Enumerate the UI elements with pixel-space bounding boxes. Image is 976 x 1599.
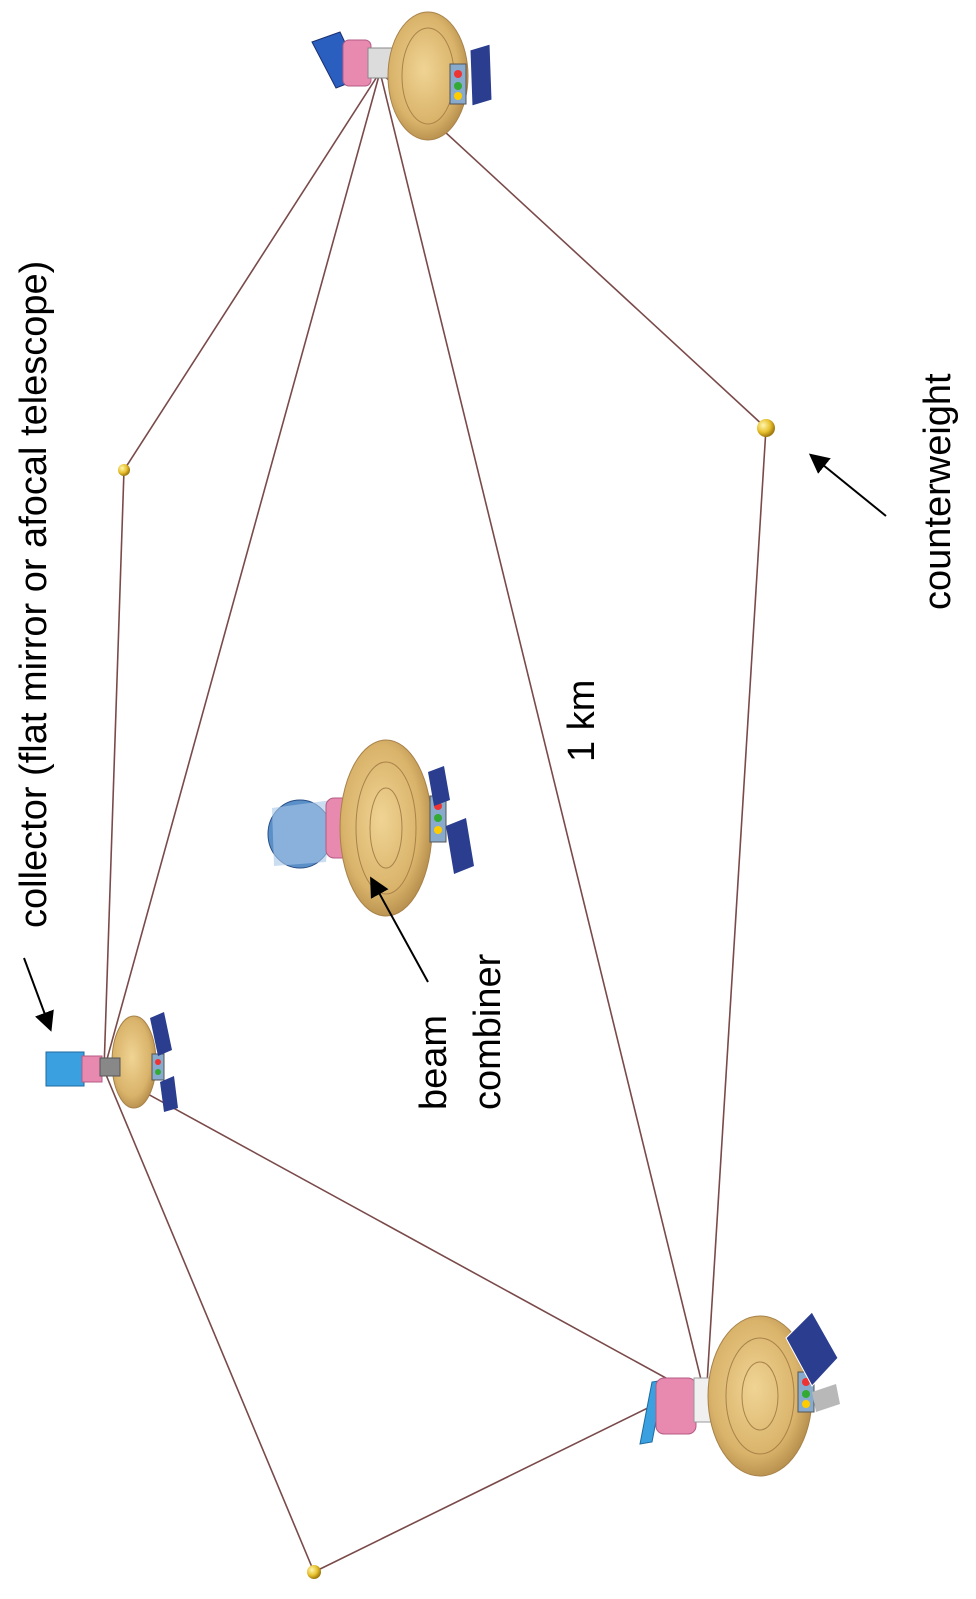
counterweight-right: [757, 419, 775, 437]
tether-top-to-left: [103, 71, 381, 1071]
solar-panel-icon: [785, 1311, 839, 1387]
solar-panel-icon: [446, 818, 474, 874]
dish-icon: [339, 739, 433, 917]
solar-panel-icon: [812, 1384, 840, 1412]
hub-icon: [342, 39, 372, 87]
hub-icon: [81, 1055, 103, 1083]
hub-icon: [655, 1377, 697, 1435]
annotation-arrows: [23, 453, 887, 1032]
beam-combiner-spacecraft: [267, 739, 474, 917]
counterweight-upper: [118, 464, 130, 476]
tether-top-to-bottom: [379, 71, 707, 1401]
solar-panel-icon: [160, 1076, 178, 1112]
solar-panel-icon: [428, 766, 450, 806]
dish-icon: [387, 11, 469, 141]
solar-panel-icon: [150, 1012, 172, 1056]
collector-spacecraft-bottom: [639, 1311, 840, 1477]
tether-left-to-bottom: [103, 1069, 707, 1401]
beam-combiner-label-line1: beam: [413, 1015, 455, 1110]
beam-combiner-label-line2: combiner: [467, 953, 509, 1110]
beam-combiner-arrow: [370, 876, 429, 983]
distance-label: 1 km: [561, 680, 603, 762]
counterweight-arrow: [808, 453, 887, 517]
collector-label: collector (flat mirror or afocal telesco…: [13, 261, 55, 928]
tether-right-weight-to-bottom: [705, 427, 767, 1401]
counterweight-lower: [307, 1565, 321, 1579]
solar-panel-icon: [469, 43, 493, 107]
counterweight-label: counterweight: [917, 373, 959, 610]
tether-top-to-upper-weight: [123, 71, 381, 471]
mirror-icon: [45, 1051, 85, 1087]
collector-arrow: [23, 957, 54, 1032]
tether-upper-weight-to-left: [103, 469, 125, 1071]
collector-spacecraft-left: [45, 1012, 178, 1112]
tether-lower-weight-to-bottom: [313, 1399, 665, 1573]
payload-icon: [151, 1053, 165, 1081]
collector-spacecraft-top: [311, 11, 493, 141]
tether-left-to-lower-weight: [103, 1069, 315, 1573]
